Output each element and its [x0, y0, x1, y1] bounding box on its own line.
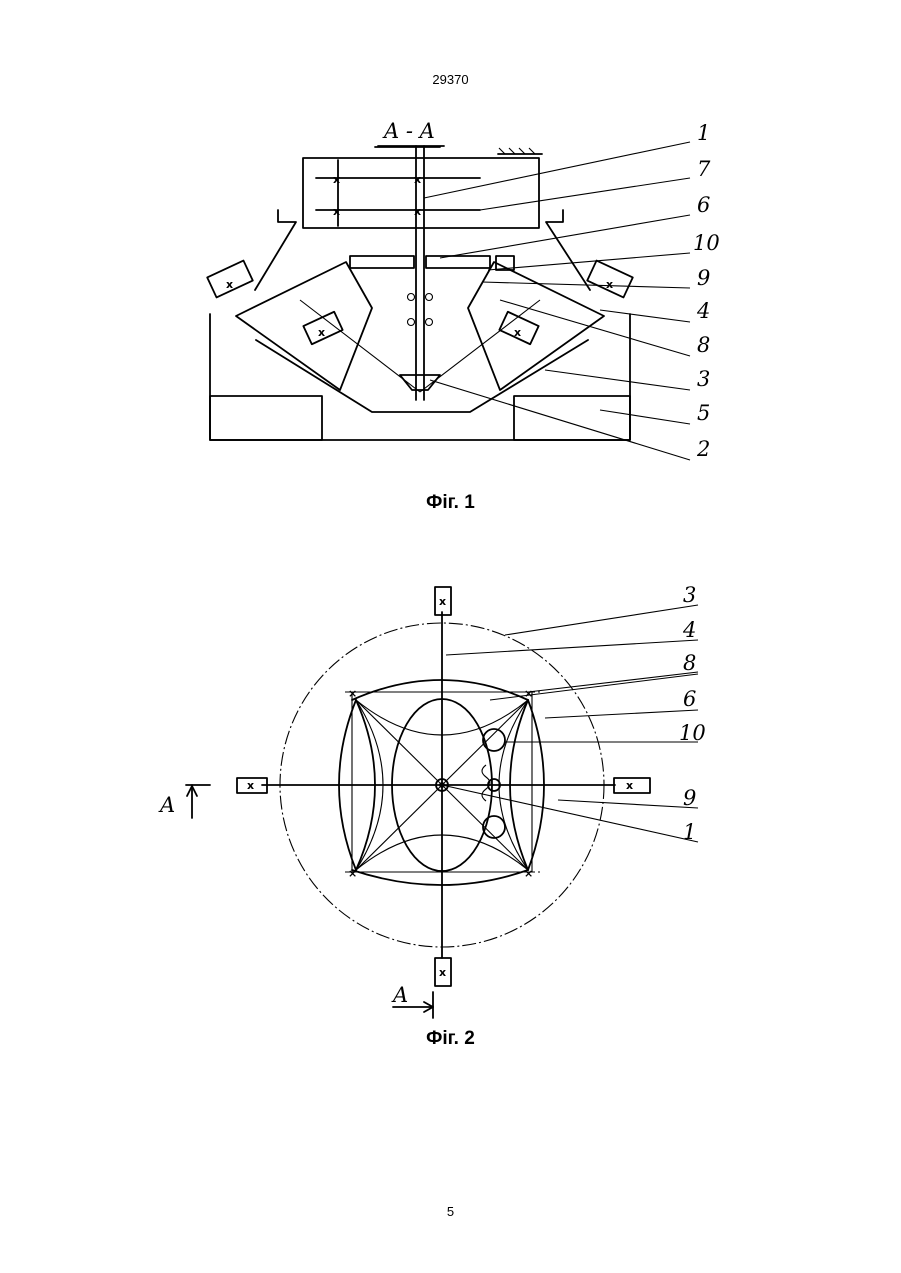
svg-text:x: x	[333, 173, 340, 186]
svg-text:x: x	[439, 595, 446, 608]
fig1-callout-6: 6	[697, 193, 710, 217]
figure-2-drawing: x x x x × × × × A A 3 4 8 6 10 9 1	[158, 583, 706, 1018]
svg-text:x: x	[414, 205, 421, 218]
figure-1-section-label: A - A	[382, 119, 435, 143]
fig2-callout-1: 1	[683, 820, 696, 844]
figure-2-caption: Фіг. 2	[0, 1028, 901, 1050]
svg-text:x: x	[333, 205, 340, 218]
figure-1-drawing: x x x x x x x x	[207, 119, 720, 461]
fig1-callout-9: 9	[697, 266, 710, 290]
svg-text:x: x	[606, 278, 613, 291]
fig1-callout-10: 10	[693, 231, 720, 255]
fig1-callout-5: 5	[697, 401, 710, 425]
svg-text:×: ×	[348, 867, 357, 880]
fig2-callout-9: 9	[683, 786, 696, 810]
svg-text:x: x	[514, 326, 521, 339]
fig2-section-mark-bottom: A	[391, 983, 408, 1007]
fig1-callout-8: 8	[697, 333, 710, 357]
svg-text:x: x	[414, 173, 421, 186]
figure-1-caption: Фіг. 1	[0, 492, 901, 514]
fig1-callout-1: 1	[697, 121, 710, 145]
fig2-callout-6: 6	[683, 687, 696, 711]
fig2-callout-4: 4	[682, 618, 696, 642]
fig1-callout-4: 4	[696, 299, 710, 323]
fig2-section-mark-left: A	[158, 793, 175, 817]
fig2-callout-8: 8	[683, 651, 696, 675]
fig1-callout-3: 3	[697, 367, 710, 391]
svg-text:x: x	[247, 779, 254, 792]
svg-text:×: ×	[348, 687, 357, 700]
svg-text:x: x	[318, 326, 325, 339]
svg-text:x: x	[226, 278, 233, 291]
svg-text:x: x	[439, 966, 446, 979]
fig2-callout-10: 10	[679, 721, 706, 745]
svg-text:×: ×	[524, 687, 533, 700]
fig2-callout-3: 3	[683, 583, 696, 607]
page-number: 5	[0, 1204, 901, 1219]
svg-text:×: ×	[524, 867, 533, 880]
svg-text:x: x	[626, 779, 633, 792]
fig1-callout-7: 7	[697, 157, 711, 181]
fig1-callout-2: 2	[696, 437, 710, 461]
